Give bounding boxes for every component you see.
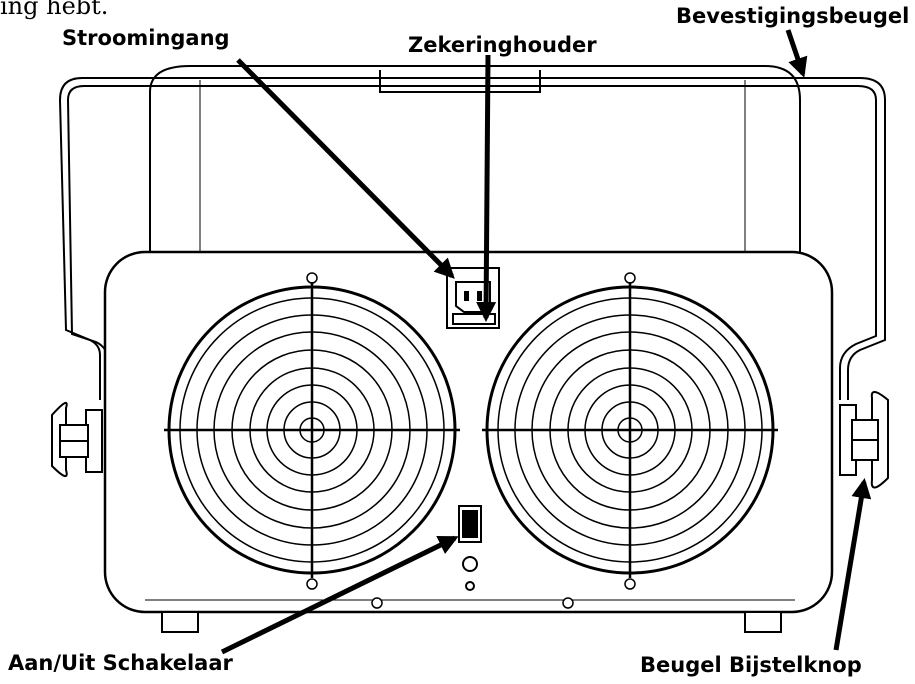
arrow-bracket-knob [833,478,872,651]
left-adjust-knob-icon [51,401,103,477]
text-fragment: ing hebt. [0,0,109,20]
label-power-switch: Aan/Uit Schakelaar [8,651,233,675]
main-body [103,250,834,633]
arrow-fuse-holder [476,54,497,322]
label-bracket-knob: Beugel Bijstelknop [640,653,862,677]
label-power-inlet: Stroomingang [62,26,230,50]
arrow-power-switch [220,535,459,655]
arrow-power-inlet [236,58,455,279]
upper-housing [149,65,801,252]
power-switch-icon [458,505,482,591]
arrow-mounting-bracket [785,29,808,78]
left-fan-grille [164,272,460,590]
right-adjust-knob-icon [839,391,889,489]
label-fuse-holder: Zekeringhouder [408,33,597,57]
power-inlet-icon [446,267,500,329]
right-fan-grille [482,272,778,590]
screws [371,597,574,609]
mounting-bracket [58,77,886,400]
label-mounting-bracket: Bevestigingsbeugel [676,4,910,28]
